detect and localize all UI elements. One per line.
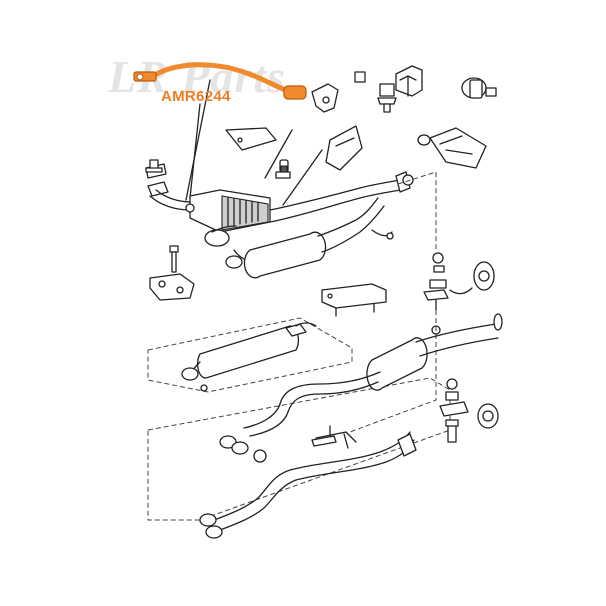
- intermediate-pipe: [219, 425, 357, 463]
- mount-and-bolt-left: [149, 245, 195, 301]
- front-pipe-lower: [199, 431, 417, 539]
- catalytic-converter-assembly: [145, 163, 414, 247]
- heat-shield-rear: [417, 127, 487, 169]
- part-number-callout[interactable]: AMR6244: [161, 88, 231, 105]
- oxygen-sensor-highlight[interactable]: [133, 62, 307, 100]
- sensor-bosses: [145, 159, 288, 173]
- hangers-right-upper: [423, 252, 495, 335]
- mounting-bracket-centre: [321, 283, 387, 317]
- rear-silencer: [243, 313, 503, 437]
- hangers-right-lower: [439, 378, 499, 443]
- heat-shields-centre: [225, 125, 363, 179]
- secondary-catalyst: [225, 197, 394, 279]
- intermediate-silencer: [181, 322, 317, 392]
- bracket-clip-parts: [311, 65, 497, 113]
